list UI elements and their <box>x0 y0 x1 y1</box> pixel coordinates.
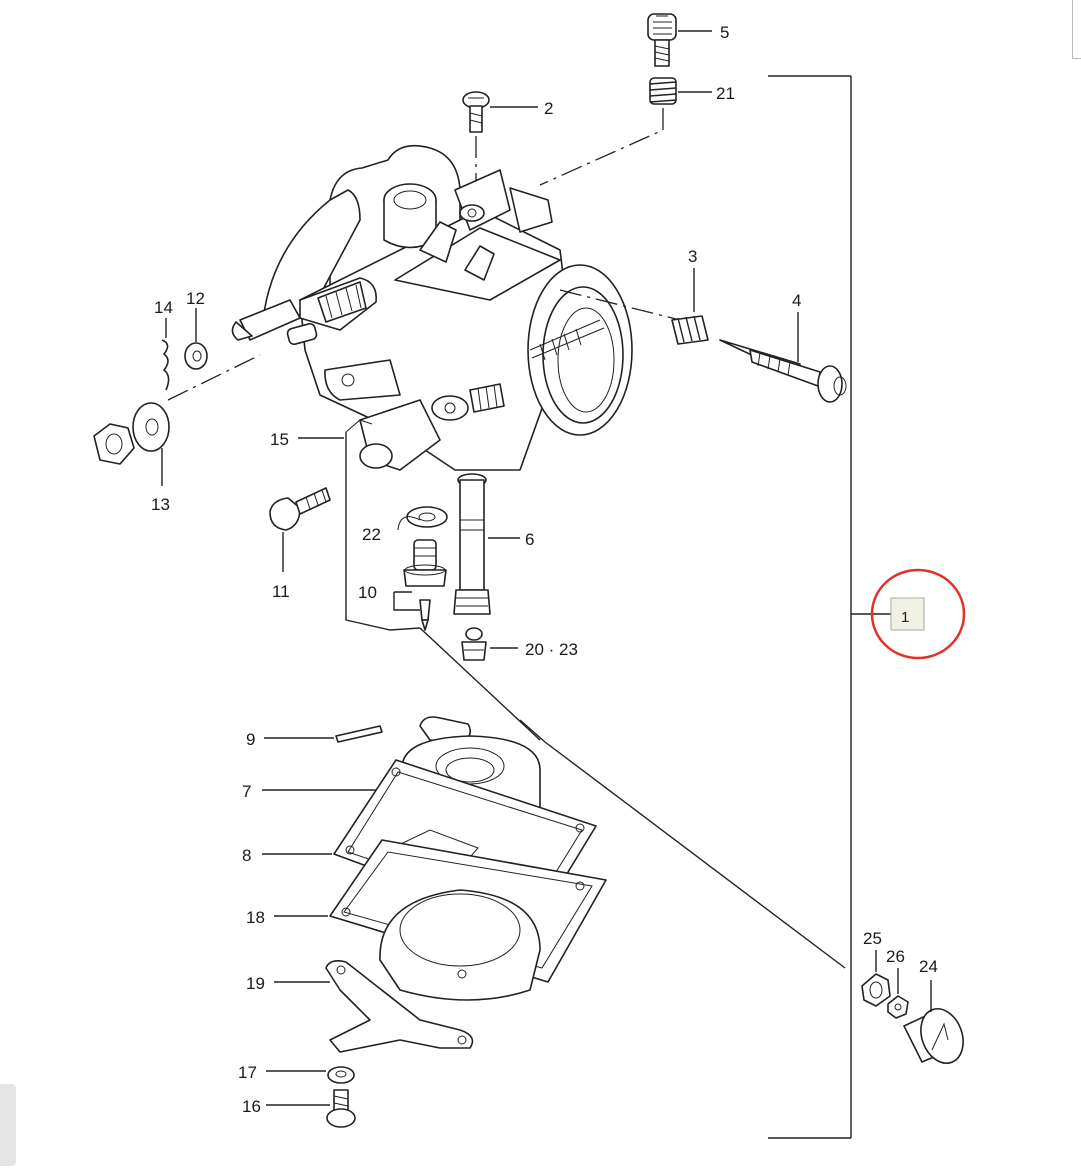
part-12-washer <box>184 342 208 370</box>
part-26-washer <box>887 995 909 1019</box>
part-25-nut <box>861 973 891 1007</box>
part-9-pin <box>335 725 383 743</box>
callout-19: 19 <box>246 974 265 993</box>
callout-21: 21 <box>716 84 735 103</box>
part-20-23-jet <box>461 627 487 661</box>
callout-18: 18 <box>246 908 265 927</box>
callout-15: 15 <box>270 430 289 449</box>
callout-14: 14 <box>154 298 173 317</box>
left-scroll-tab[interactable] <box>0 1084 16 1166</box>
part-17-washer <box>327 1066 355 1084</box>
part-10-needle-valve <box>403 539 447 631</box>
callout-26: 26 <box>886 947 905 966</box>
part-15-link-rod <box>345 419 546 743</box>
callout-7: 7 <box>242 782 251 801</box>
callout-12: 12 <box>186 289 205 308</box>
part-14-clip <box>161 339 170 391</box>
callout-20-23: 20 · 23 <box>525 640 578 659</box>
callout-17: 17 <box>238 1063 257 1082</box>
assembly-bracket <box>768 75 893 1139</box>
assembly-label: 1 <box>901 609 909 626</box>
part-6-jet-tube <box>453 473 491 615</box>
assembly-label-box[interactable] <box>890 597 925 631</box>
part-19-clip-plate <box>325 960 474 1053</box>
callout-5: 5 <box>720 23 729 42</box>
callout-25: 25 <box>863 929 882 948</box>
part-4-needle <box>719 339 847 403</box>
part-13-nut-washer <box>93 402 170 465</box>
part-24-knob <box>903 1008 964 1064</box>
part-3-spring <box>671 315 709 345</box>
callout-6: 6 <box>525 530 534 549</box>
callout-4: 4 <box>792 291 801 310</box>
part-5-screw <box>647 13 677 67</box>
callout-22: 22 <box>362 525 381 544</box>
callout-24: 24 <box>919 957 938 976</box>
callout-16: 16 <box>242 1097 261 1116</box>
part-16-screw <box>326 1089 356 1128</box>
callout-13: 13 <box>151 495 170 514</box>
callout-8: 8 <box>242 846 251 865</box>
part-21-spring <box>649 77 677 105</box>
callout-10: 10 <box>358 583 377 602</box>
callout-11: 11 <box>272 582 290 601</box>
callout-9: 9 <box>246 730 255 749</box>
part-2-screw <box>462 91 490 133</box>
callout-3: 3 <box>688 247 697 266</box>
part-18-float-bowl <box>329 839 607 1001</box>
highlight-circle <box>870 568 966 660</box>
callout-2: 2 <box>544 99 553 118</box>
right-edge-tab <box>1072 0 1081 59</box>
part-11-bolt <box>269 487 331 531</box>
carburetor-body <box>231 144 633 471</box>
